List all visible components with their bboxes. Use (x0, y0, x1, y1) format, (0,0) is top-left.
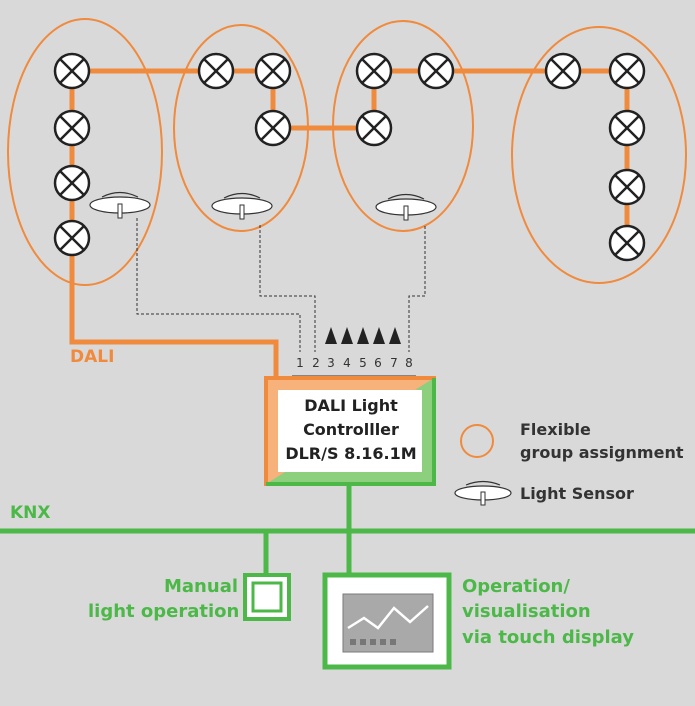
controller-box (264, 376, 436, 486)
group-ellipse-4 (511, 26, 687, 284)
push-button-icon (243, 573, 291, 621)
lamp-icon (355, 109, 393, 147)
light-sensor-icon (89, 191, 151, 219)
lamp-icon (608, 52, 646, 90)
channel-number-2: 2 (312, 356, 320, 370)
legend-group-line-2: group assignment (520, 443, 684, 462)
sensors (89, 191, 437, 221)
touch-line-3: via touch display (462, 627, 635, 648)
touch-line-1: Operation/ (462, 576, 570, 597)
arrow-channel-5 (357, 327, 369, 344)
manual-line-1: Manual (164, 576, 239, 597)
manual-line-2: light operation (88, 601, 240, 622)
dali-label: DALI (70, 347, 115, 367)
lamp-icon (355, 52, 393, 90)
controller-line-2: Controlller (303, 420, 399, 439)
knx-label: KNX (10, 503, 51, 523)
lamp-icon (53, 109, 91, 147)
controller-line-3: DLR/S 8.16.1M (285, 444, 417, 463)
channel-number-6: 6 (374, 356, 382, 370)
light-sensor-icon (375, 193, 437, 221)
sensor-wires (136, 218, 426, 352)
knx-bus (0, 484, 695, 575)
lamp-icon (608, 109, 646, 147)
channel-arrows (325, 327, 401, 344)
channel-number-7: 7 (390, 356, 398, 370)
lamp-icon (608, 224, 646, 262)
lamp-icon (608, 168, 646, 206)
channel-number-8: 8 (405, 356, 413, 370)
channel-number-4: 4 (343, 356, 351, 370)
touch-display-icon (322, 572, 452, 670)
legend-group-icon (460, 424, 494, 458)
lamp-icon (544, 52, 582, 90)
arrow-channel-3 (325, 327, 337, 344)
lamp-icon (53, 219, 91, 257)
controller-line-1: DALI Light (304, 396, 398, 415)
lamp-icon (53, 52, 91, 90)
lamps (53, 52, 646, 262)
touch-line-2: visualisation (462, 601, 591, 622)
channel-number-1: 1 (296, 356, 304, 370)
arrow-channel-6 (373, 327, 385, 344)
lamp-icon (254, 109, 292, 147)
lamp-icon (254, 52, 292, 90)
lamp-icon (417, 52, 455, 90)
controller-label: DALI Light Controlller DLR/S 8.16.1M (272, 394, 430, 466)
arrow-channel-7 (389, 327, 401, 344)
legend-sensor-label: Light Sensor (520, 484, 634, 503)
lamp-icon (53, 164, 91, 202)
lamp-icon (197, 52, 235, 90)
arrow-channel-4 (341, 327, 353, 344)
light-sensor-icon (454, 480, 512, 506)
channel-number-3: 3 (327, 356, 335, 370)
group-ellipse-1 (7, 18, 163, 286)
dali-bus (69, 68, 630, 380)
light-sensor-icon (211, 192, 273, 220)
channel-number-5: 5 (359, 356, 367, 370)
legend-group-line-1: Flexible (520, 420, 591, 439)
